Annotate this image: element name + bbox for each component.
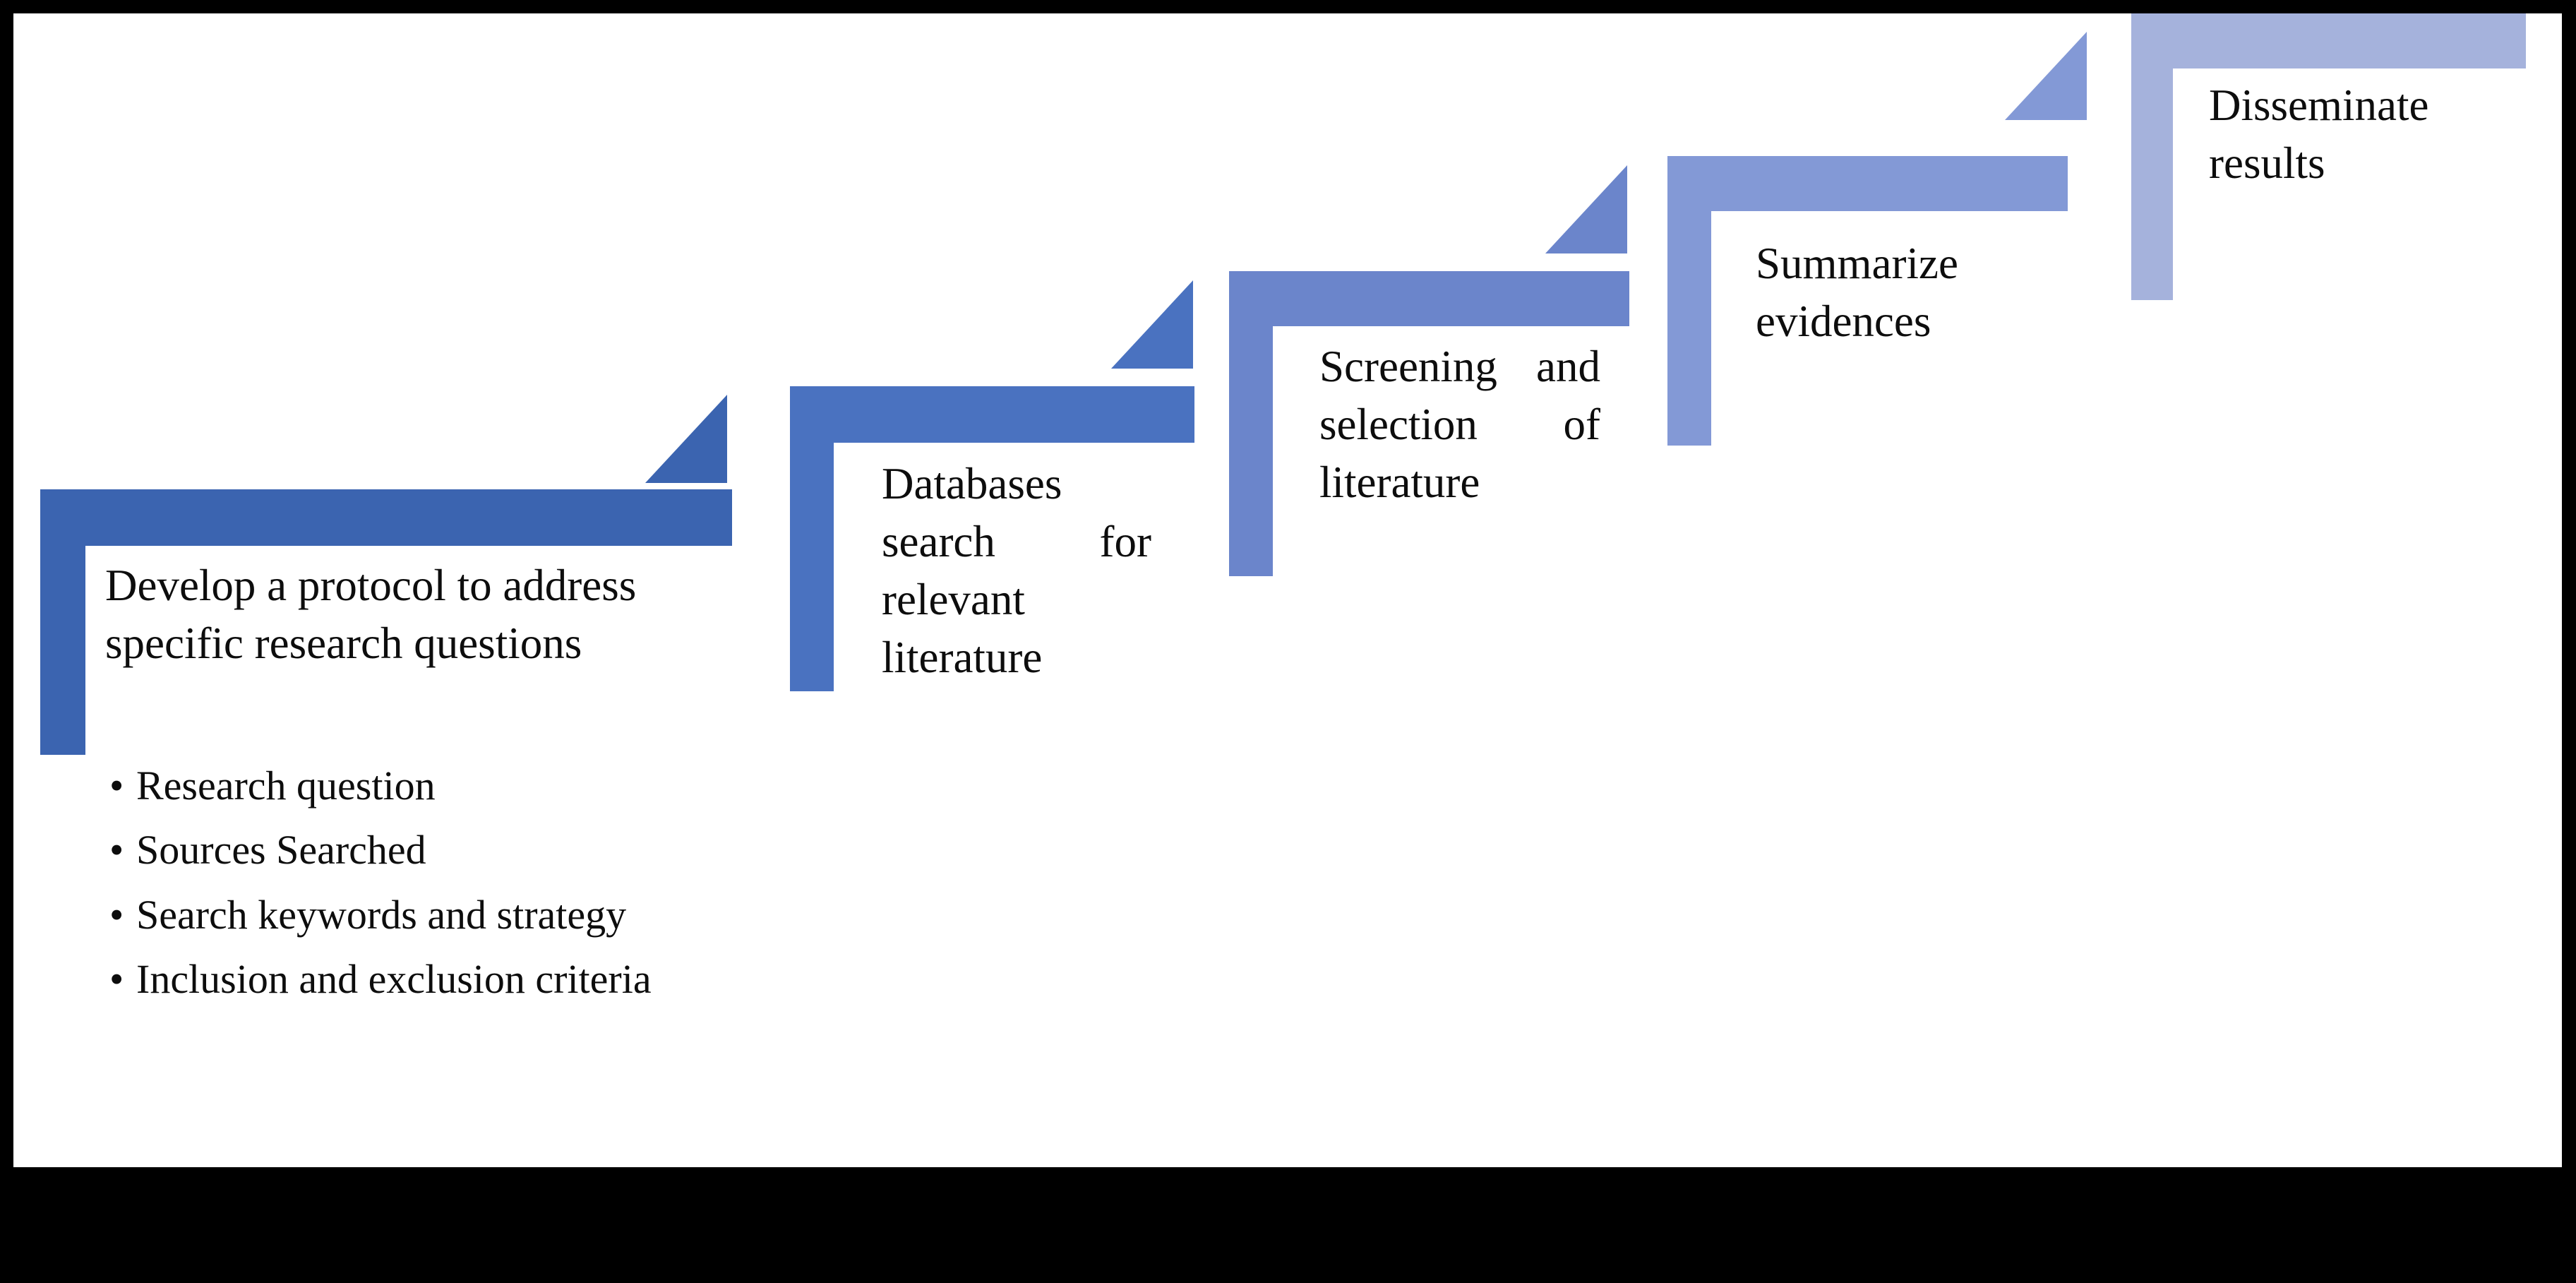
step-2-horizontal-bar <box>790 386 1194 443</box>
step-1-group: Develop a protocol to address specific r… <box>40 489 760 1167</box>
step-2-label: Databases search for relevant literature <box>882 459 1151 682</box>
step-3-vertical-bar <box>1229 271 1273 576</box>
step-3-horizontal-bar <box>1229 271 1629 326</box>
step-5-vertical-bar <box>2131 13 2173 300</box>
bullet-dot-icon: • <box>109 891 124 938</box>
riser-4-to-5-triangle <box>2005 32 2087 120</box>
list-item-label: Inclusion and exclusion criteria <box>136 956 652 1003</box>
step-5-horizontal-bar <box>2131 13 2526 68</box>
diagram-page: Disseminate results Summarize evidences … <box>13 13 2562 1167</box>
step-1-bullet-list: • Research question • Sources Searched •… <box>105 759 712 1018</box>
riser-2-to-3-triangle <box>1111 280 1193 369</box>
step-5-group: Disseminate results <box>2131 13 2562 317</box>
step-4-group: Summarize evidences <box>1667 156 2105 467</box>
list-item-label: Search keywords and strategy <box>136 891 627 938</box>
step-4-horizontal-bar <box>1667 156 2068 211</box>
list-item-label: Sources Searched <box>136 827 426 873</box>
step-2-group: Databases search for relevant literature <box>790 386 1228 711</box>
step-4-label: Summarize evidences <box>1756 239 1958 346</box>
bullet-dot-icon: • <box>109 956 124 1003</box>
riser-3-to-4-triangle <box>1545 165 1627 253</box>
bullet-dot-icon: • <box>109 763 124 808</box>
list-item-label: Research question <box>136 763 436 808</box>
step-5-label: Disseminate results <box>2209 80 2429 188</box>
list-item: • Search keywords and strategy <box>105 888 712 941</box>
step-3-group: Screening and selection of literature <box>1229 271 1667 596</box>
bullet-dot-icon: • <box>109 827 124 873</box>
riser-1-to-2-triangle <box>645 395 727 483</box>
step-1-vertical-bar <box>40 489 85 755</box>
step-1-label: Develop a protocol to address specific r… <box>105 561 637 668</box>
step-1-horizontal-bar <box>40 489 732 546</box>
list-item: • Research question <box>105 759 712 812</box>
step-3-label: Screening and selection of literature <box>1319 342 1600 507</box>
list-item: • Inclusion and exclusion criteria <box>105 953 712 1005</box>
list-item: • Sources Searched <box>105 823 712 876</box>
step-2-vertical-bar <box>790 386 834 691</box>
step-4-vertical-bar <box>1667 156 1711 446</box>
